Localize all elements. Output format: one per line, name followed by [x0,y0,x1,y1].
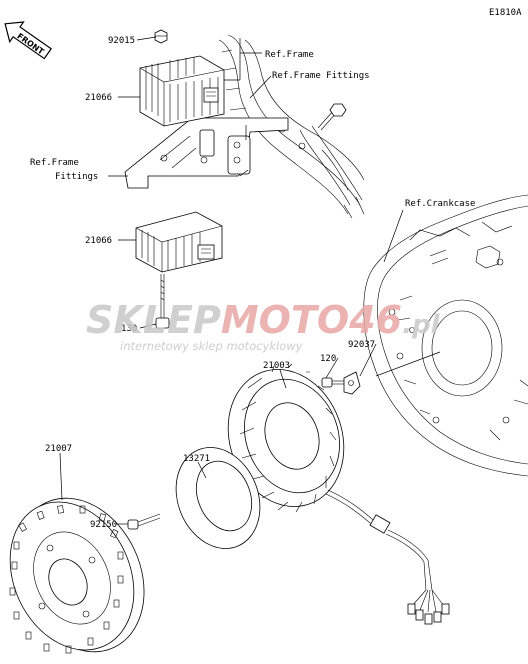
frame-fittings-bracket [124,117,289,189]
label-92015: 92015 [108,36,135,46]
label-21007: 21007 [45,444,72,454]
label-ref-frame-fittings-right: Ref.Frame Fittings [272,71,370,81]
watermark-brand-c: 46 [348,298,402,342]
front-direction-arrow: FRONT [4,21,52,60]
regulator-rectifier-lower [135,211,223,273]
stator-21003 [227,363,345,513]
nut-92015 [154,29,168,44]
watermark-brand-b: MOTO [221,298,349,342]
label-21003: 21003 [263,361,290,371]
watermark-brand-d: .pl [402,310,440,340]
label-ref-frame-fittings-left-line2: Fittings [55,172,98,182]
stator-wire-harness [325,489,450,625]
crankcase-outline [363,194,528,477]
label-13271: 13271 [183,454,210,464]
label-130: 130 [121,324,137,334]
regulator-rectifier-upper [139,55,225,127]
bolt-130 [155,274,170,329]
label-21066-lower: 21066 [85,236,112,246]
rotor-21007 [9,497,145,654]
label-ref-crankcase: Ref.Crankcase [405,199,475,209]
watermark-brand-a: SKLEP [86,298,221,342]
frame-bolt [317,103,347,131]
watermark-tagline: internetowy sklep motocyklowy [120,339,303,353]
clamp-92037 [343,371,361,395]
leader-lines [59,36,441,525]
part-labels: 92015 Ref.Frame Ref.Frame Fittings 21066… [30,36,475,530]
watermark: SKLEPMOTO46.pl internetowy sklep motocyk… [86,298,441,353]
label-21066-upper: 21066 [85,93,112,103]
bolt-120 [321,377,344,388]
label-120: 120 [320,354,336,364]
label-ref-frame: Ref.Frame [265,50,314,60]
label-ref-frame-fittings-left-line1: Ref.Frame [30,158,79,168]
label-92037: 92037 [348,340,375,350]
bolt-92150 [127,513,161,530]
gasket-13271 [175,447,261,549]
svg-text:SKLEPMOTO46.pl: SKLEPMOTO46.pl [86,298,441,342]
diagram-id: E1810A [489,8,522,18]
label-92150: 92150 [90,520,117,530]
